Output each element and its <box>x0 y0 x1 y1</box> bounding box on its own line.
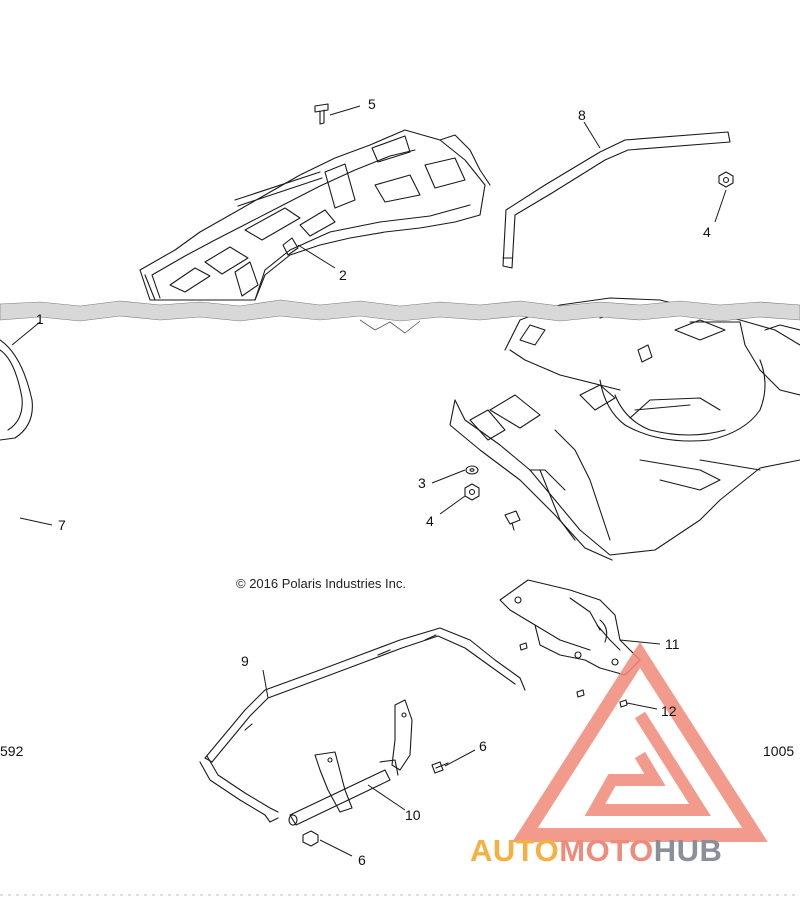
callout-7: 7 <box>58 517 66 533</box>
torn-separator <box>0 299 800 334</box>
part-3-washer <box>465 465 479 475</box>
logo-text-moto: MOTO <box>559 833 654 868</box>
part-9-frame-rail <box>199 627 526 823</box>
part-4-nut-mid <box>464 483 480 501</box>
part-10-bracket <box>288 699 413 826</box>
part-8-bar <box>502 131 731 269</box>
callout-4-mid: 4 <box>426 513 434 529</box>
callout-5: 5 <box>368 96 376 112</box>
callout-1: 1 <box>36 311 44 327</box>
callout-9: 9 <box>241 653 249 669</box>
copyright-notice: © 2016 Polaris Industries Inc. <box>236 576 406 591</box>
watermark-logo: AUTOMOTOHUB <box>470 833 800 873</box>
part-12-screws <box>519 642 628 708</box>
part-5-bolt <box>314 103 329 125</box>
side-code-left: 592 <box>0 743 24 759</box>
callout-2: 2 <box>339 267 347 283</box>
part-1-left-fender <box>0 339 33 441</box>
callout-10: 10 <box>405 807 421 823</box>
part-2-deck <box>139 129 491 301</box>
part-6-bolt-a <box>431 761 449 774</box>
watermark-triangle <box>512 641 768 842</box>
callout-6-bottom: 6 <box>358 852 366 868</box>
callout-6-top: 6 <box>479 738 487 754</box>
side-code-right: 1005 <box>763 743 795 759</box>
callout-12: 12 <box>661 703 677 719</box>
callout-3: 3 <box>418 475 426 491</box>
logo-text-hub: HUB <box>653 833 723 868</box>
logo-text-auto: AUTO <box>470 833 560 868</box>
callout-11: 11 <box>665 636 680 652</box>
rear-fender-body <box>449 297 800 561</box>
part-11-shield <box>499 579 641 676</box>
callout-4-top: 4 <box>703 224 711 240</box>
leader-lines <box>11 105 727 857</box>
part-6-bolt-b <box>302 830 319 847</box>
callout-8: 8 <box>578 107 586 123</box>
part-4-nut-top <box>718 171 734 188</box>
part-7-rivet <box>504 510 521 531</box>
